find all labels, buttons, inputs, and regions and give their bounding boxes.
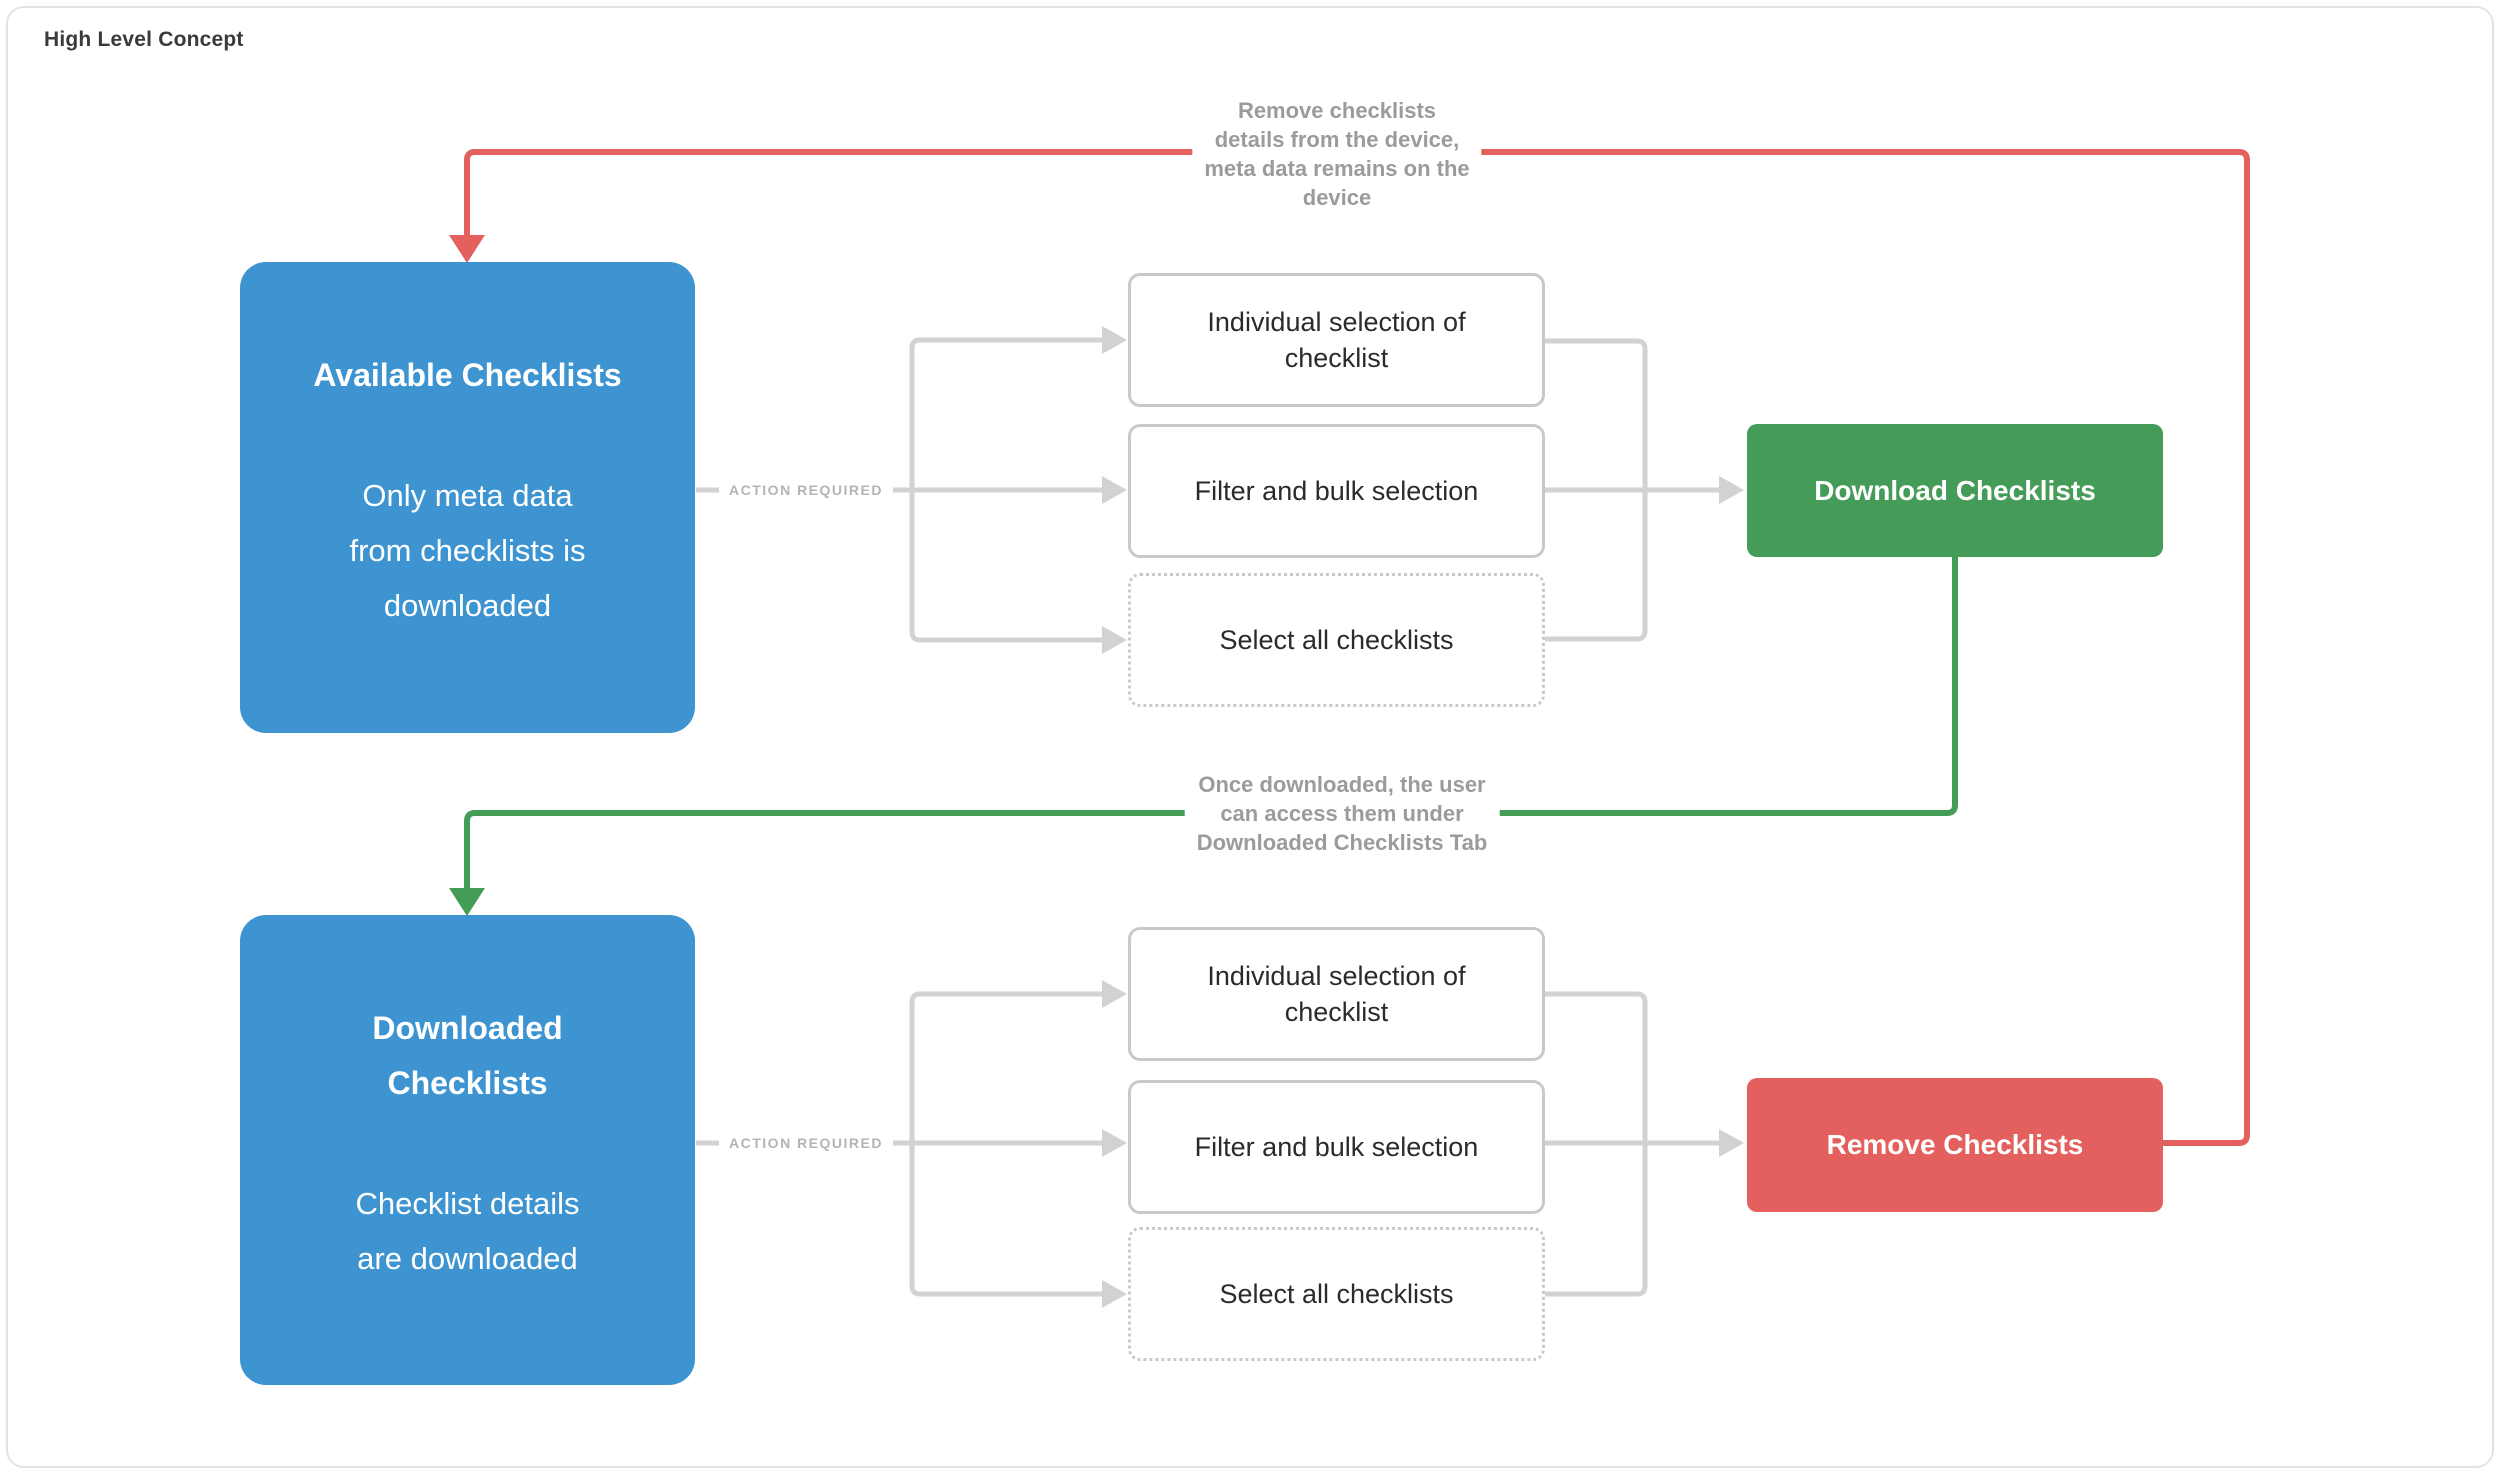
arrow-right-gray-icon [1102,1129,1127,1157]
option-filter-bulk-selection: Filter and bulk selection [1128,424,1545,558]
arrow-right-gray-icon [1102,980,1127,1008]
arrow-right-gray-icon [1102,476,1127,504]
arrow-right-gray-icon [1719,476,1744,504]
download-checklists-button: Download Checklists [1747,424,2163,557]
option-filter-bulk-selection: Filter and bulk selection [1128,1080,1545,1214]
action-required-label: ACTION REQUIRED [719,1133,893,1153]
arrow-right-gray-icon [1102,326,1127,354]
available-branch-line [909,337,1103,643]
option-select-all-checklists: Select all checklists [1128,573,1545,707]
option-select-all-checklists: Select all checklists [1128,1227,1545,1361]
arrow-down-green-icon [449,888,485,916]
remove-flow-line [464,149,2250,1146]
arrow-down-red-icon [449,235,485,263]
arrow-right-gray-icon [1719,1129,1744,1157]
downloaded-branch-line [909,991,1103,1297]
arrow-right-gray-icon [1102,1280,1127,1308]
remove-checklists-button: Remove Checklists [1747,1078,2163,1212]
arrow-right-gray-icon [1102,626,1127,654]
page-title: High Level Concept [44,28,244,51]
source-box-title: Available Checklists [313,357,622,393]
action-required-label: ACTION REQUIRED [719,480,893,500]
